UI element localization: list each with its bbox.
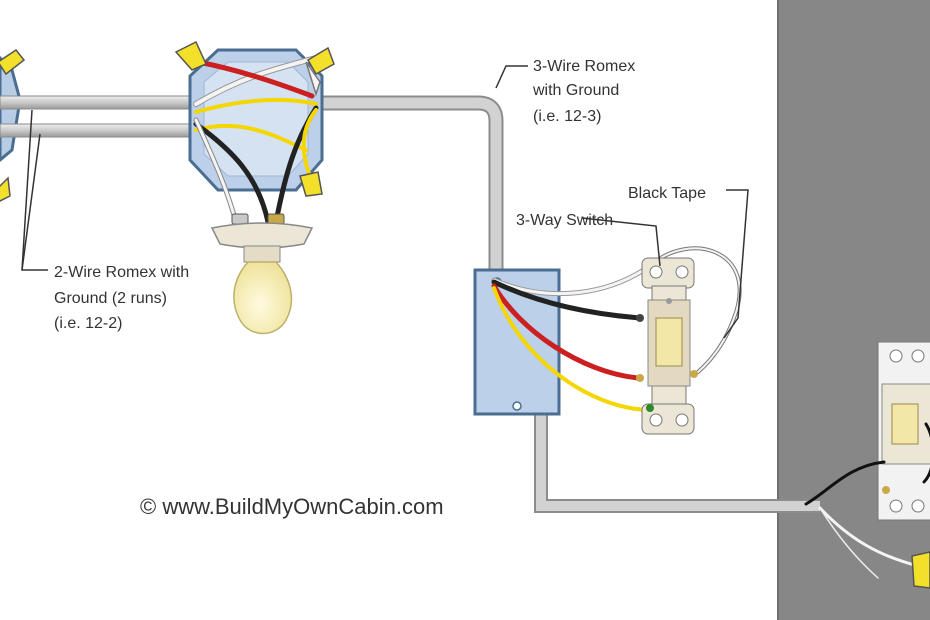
cable-to-second-switch-core: [536, 410, 820, 511]
wire-nut-icon: [299, 171, 323, 197]
switch-toggle: [655, 317, 683, 367]
ceiling-wire-nuts: [174, 40, 335, 197]
wire-nut-icon: [0, 176, 11, 202]
three-wire-romex-cable-core: [318, 97, 502, 276]
label-two-wire-romex-line1: 2-Wire Romex with: [54, 264, 189, 281]
wall-panel: [778, 0, 930, 620]
fixture-base: [210, 222, 314, 249]
three-wire-romex-cable: [318, 95, 504, 276]
label-two-wire-romex-line3: (i.e. 12-2): [54, 315, 122, 332]
leader-lines: [21, 65, 749, 339]
ceiling-junction-box: [188, 48, 324, 192]
label-three-way-switch: 3-Way Switch: [516, 212, 613, 229]
copyright-credit: © www.BuildMyOwnCabin.com: [140, 494, 444, 519]
label-three-wire-romex-line1: 3-Wire Romex: [533, 58, 635, 75]
label-three-wire-romex-line2: with Ground: [532, 82, 619, 99]
wall-wires: [804, 422, 930, 589]
wire-nut-icon: [0, 48, 26, 76]
wire-nut-icon: [174, 40, 207, 71]
three-way-switch-icon: [636, 257, 698, 435]
wire-nut-icon: [911, 551, 930, 589]
light-fixture: [210, 213, 314, 335]
ceiling-box-wires: [193, 55, 319, 225]
second-three-way-switch: [877, 341, 930, 521]
wire-nut-icon: [306, 46, 335, 76]
label-three-wire-romex-line3: (i.e. 12-3): [533, 108, 601, 125]
label-black-tape: Black Tape: [628, 185, 706, 202]
label-two-wire-romex-line2: Ground (2 runs): [54, 290, 167, 307]
two-wire-romex-cables: [0, 95, 197, 138]
light-bulb-icon: [233, 261, 293, 335]
